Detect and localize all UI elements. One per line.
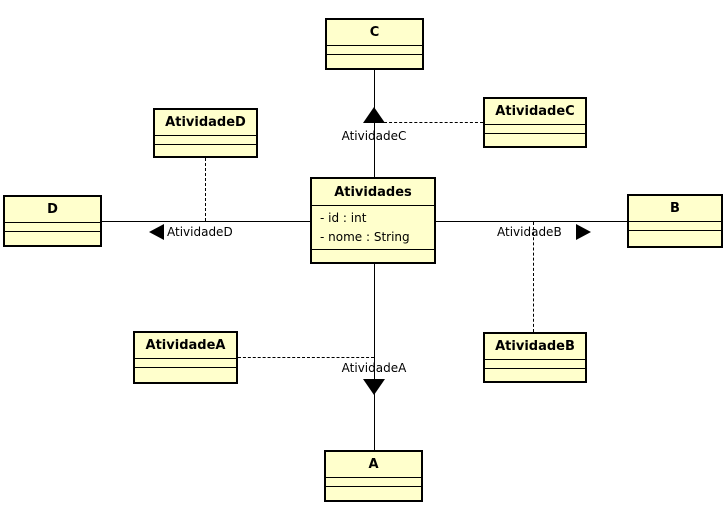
class-box-atividade-c[interactable]: AtividadeC bbox=[483, 97, 587, 148]
class-name: C bbox=[369, 25, 380, 40]
methods-compartment bbox=[485, 368, 585, 381]
arrowhead-up-icon bbox=[363, 107, 385, 123]
class-box-atividade-b[interactable]: AtividadeB bbox=[483, 332, 587, 383]
class-box-a[interactable]: A bbox=[324, 450, 423, 502]
arrowhead-right-icon bbox=[576, 224, 591, 240]
attributes-compartment bbox=[5, 222, 100, 231]
methods-compartment bbox=[135, 367, 236, 382]
association-line-atividades-c[interactable] bbox=[374, 70, 375, 177]
attributes-compartment bbox=[326, 477, 421, 486]
attributes-compartment bbox=[485, 124, 585, 133]
class-name: Atividades bbox=[334, 184, 412, 200]
association-line-atividades-a[interactable] bbox=[374, 264, 375, 450]
class-name: D bbox=[47, 202, 58, 217]
class-box-d[interactable]: D bbox=[3, 195, 102, 247]
methods-compartment bbox=[326, 486, 421, 500]
class-name: A bbox=[368, 457, 379, 472]
attributes-compartment bbox=[629, 221, 721, 230]
class-box-b[interactable]: B bbox=[627, 194, 723, 248]
anchor-line-atividade-b bbox=[533, 222, 534, 332]
association-line-atividades-d[interactable] bbox=[102, 221, 310, 222]
class-name: AtividadeC bbox=[495, 104, 575, 119]
class-name: AtividadeB bbox=[495, 339, 575, 354]
class-box-atividade-d[interactable]: AtividadeD bbox=[153, 108, 258, 158]
association-label-atividade-a: AtividadeA bbox=[341, 361, 407, 375]
methods-compartment bbox=[5, 231, 100, 245]
methods-compartment bbox=[155, 144, 256, 156]
class-box-atividades[interactable]: Atividades - id : int - nome : String bbox=[310, 177, 436, 264]
attribute-id: - id : int bbox=[320, 211, 367, 225]
class-box-c[interactable]: C bbox=[325, 18, 424, 70]
methods-compartment bbox=[312, 249, 434, 262]
association-label-atividade-d: AtividadeD bbox=[167, 225, 233, 239]
attributes-compartment bbox=[155, 135, 256, 144]
attributes-compartment: - id : int - nome : String bbox=[312, 205, 434, 249]
arrowhead-left-icon bbox=[149, 224, 164, 240]
association-label-atividade-c: AtividadeC bbox=[341, 129, 407, 143]
class-box-atividade-a[interactable]: AtividadeA bbox=[133, 331, 238, 384]
anchor-line-atividade-d bbox=[205, 158, 206, 221]
attributes-compartment bbox=[327, 45, 422, 54]
anchor-line-atividade-c bbox=[384, 122, 483, 123]
methods-compartment bbox=[629, 230, 721, 246]
arrowhead-down-icon bbox=[363, 379, 385, 395]
attribute-nome: - nome : String bbox=[320, 230, 410, 244]
association-label-atividade-b: AtividadeB bbox=[497, 225, 562, 239]
class-name: AtividadeD bbox=[165, 115, 246, 130]
class-name: B bbox=[670, 201, 680, 216]
class-name: AtividadeA bbox=[145, 338, 226, 353]
methods-compartment bbox=[485, 133, 585, 146]
anchor-line-atividade-a bbox=[238, 357, 374, 358]
methods-compartment bbox=[327, 54, 422, 68]
association-line-atividades-b[interactable] bbox=[436, 221, 627, 222]
attributes-compartment bbox=[135, 358, 236, 367]
attributes-compartment bbox=[485, 359, 585, 368]
